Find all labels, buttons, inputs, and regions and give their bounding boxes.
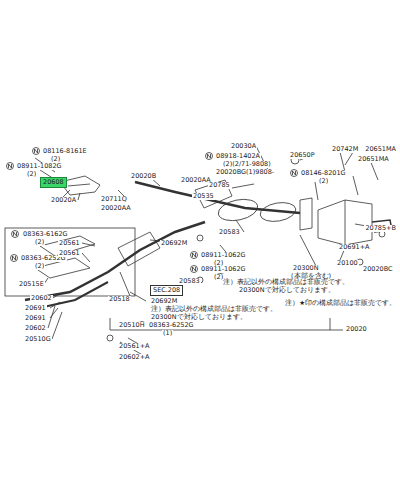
symbol bbox=[11, 255, 18, 262]
resonator bbox=[216, 196, 259, 224]
symbol bbox=[191, 266, 198, 273]
callout-number: 08911-1082G bbox=[16, 163, 63, 170]
gasket bbox=[107, 335, 113, 341]
callout-number: (2) bbox=[318, 178, 329, 185]
symbol bbox=[191, 252, 198, 259]
callout-number: 20691 bbox=[24, 315, 47, 322]
callout-number: 20583 bbox=[178, 278, 201, 285]
gasket bbox=[197, 235, 203, 241]
callout-number: 20711Q bbox=[100, 196, 128, 203]
note: 注）表記以外の構成部品は非販売です。 bbox=[222, 279, 350, 286]
callout-number: 20561+A bbox=[118, 343, 151, 350]
callout-number: 20020BC bbox=[362, 266, 394, 273]
callout-number: 08363-6252G bbox=[148, 322, 195, 329]
callout-number: 20785 bbox=[208, 182, 231, 189]
callout-number: 08911-1062G bbox=[200, 266, 247, 273]
callout-number: 20650P bbox=[289, 152, 316, 159]
symbol bbox=[291, 170, 298, 177]
callout-number: 20651MA bbox=[357, 156, 390, 163]
callout-number: 20785+B bbox=[364, 225, 397, 232]
group-box bbox=[5, 228, 135, 296]
symbol bbox=[33, 148, 40, 155]
callout-number: 20602 bbox=[30, 295, 53, 302]
callout-number: 20510H bbox=[118, 322, 146, 329]
symbol bbox=[206, 153, 213, 160]
callout-number: 20692M bbox=[160, 240, 188, 247]
callout-number: 20561 bbox=[58, 240, 81, 247]
grommet bbox=[379, 231, 385, 237]
callout-number: 08116-8161E bbox=[42, 148, 88, 155]
callout-number: (2) bbox=[26, 171, 37, 178]
catalyst bbox=[118, 232, 160, 266]
callout-number: 20020AA bbox=[100, 205, 132, 212]
callout-number: 20651MA bbox=[364, 146, 397, 153]
callout-number: 20020AA bbox=[180, 177, 212, 184]
callout-number: (2) bbox=[50, 156, 61, 163]
callout-number: 08911-1062G bbox=[200, 252, 247, 259]
callout-number: 20561 bbox=[58, 250, 81, 257]
callout-number: 20535 bbox=[192, 193, 215, 200]
callout-number: 20100 bbox=[336, 260, 359, 267]
callout-number: 20300N bbox=[292, 265, 320, 272]
symbol bbox=[208, 154, 211, 158]
callout-number: 20602+A bbox=[118, 354, 151, 361]
callout-number: 20518 bbox=[108, 296, 131, 303]
callout-number: 20602 bbox=[24, 325, 47, 332]
callout-number: 20020A bbox=[50, 197, 77, 204]
symbol bbox=[12, 231, 19, 238]
callout-number: 20030A bbox=[230, 143, 257, 150]
symbol bbox=[9, 164, 12, 168]
symbol bbox=[193, 253, 196, 257]
note: 注）表記以外の構成部品は非販売です。 bbox=[150, 306, 278, 313]
callout-number: 20692M bbox=[150, 298, 178, 305]
center-pipe bbox=[135, 182, 300, 213]
callout-number: 20510G bbox=[24, 336, 52, 343]
callout-number: 20691 bbox=[24, 305, 47, 312]
symbol bbox=[13, 256, 16, 260]
callout-number: 08918-1402A bbox=[215, 153, 261, 160]
part-number: SEC.208 bbox=[153, 286, 180, 294]
symbol bbox=[35, 149, 38, 153]
callout-number: (2)(2/71-9808) bbox=[222, 161, 272, 168]
callout-number: 20742M bbox=[331, 146, 359, 153]
callout-number: 20020B bbox=[130, 173, 157, 180]
resonator bbox=[259, 200, 298, 224]
callout-number: 20020 bbox=[345, 326, 368, 333]
callout-number: 20020BG(1)9808- bbox=[215, 169, 275, 176]
callout-number: 20691+A bbox=[338, 244, 371, 251]
symbol bbox=[293, 171, 296, 175]
callout-number: 20583 bbox=[218, 229, 241, 236]
note: 20300Nで対応しております。 bbox=[150, 314, 248, 321]
highlight-box: 20608 bbox=[40, 177, 67, 188]
callout-number: (2) bbox=[34, 239, 45, 246]
symbol bbox=[193, 267, 196, 271]
callout-number: 08146-8201G bbox=[300, 170, 347, 177]
rear-muffler bbox=[318, 200, 372, 245]
section-box: SEC.208 bbox=[150, 285, 183, 296]
symbol bbox=[7, 163, 14, 170]
callout-number: (2) bbox=[34, 263, 45, 270]
callout-number: (1) bbox=[162, 330, 173, 337]
note: 注）★印の構成部品は非販売です。 bbox=[284, 300, 397, 307]
symbol bbox=[14, 232, 17, 236]
flange bbox=[300, 198, 312, 230]
part-number: 20608 bbox=[43, 178, 64, 186]
note: 20300Nで対応しております。 bbox=[238, 287, 336, 294]
leader-line bbox=[44, 146, 378, 357]
callout-number: 08363-6162G bbox=[22, 231, 69, 238]
callout-number: 20515E bbox=[18, 281, 45, 288]
